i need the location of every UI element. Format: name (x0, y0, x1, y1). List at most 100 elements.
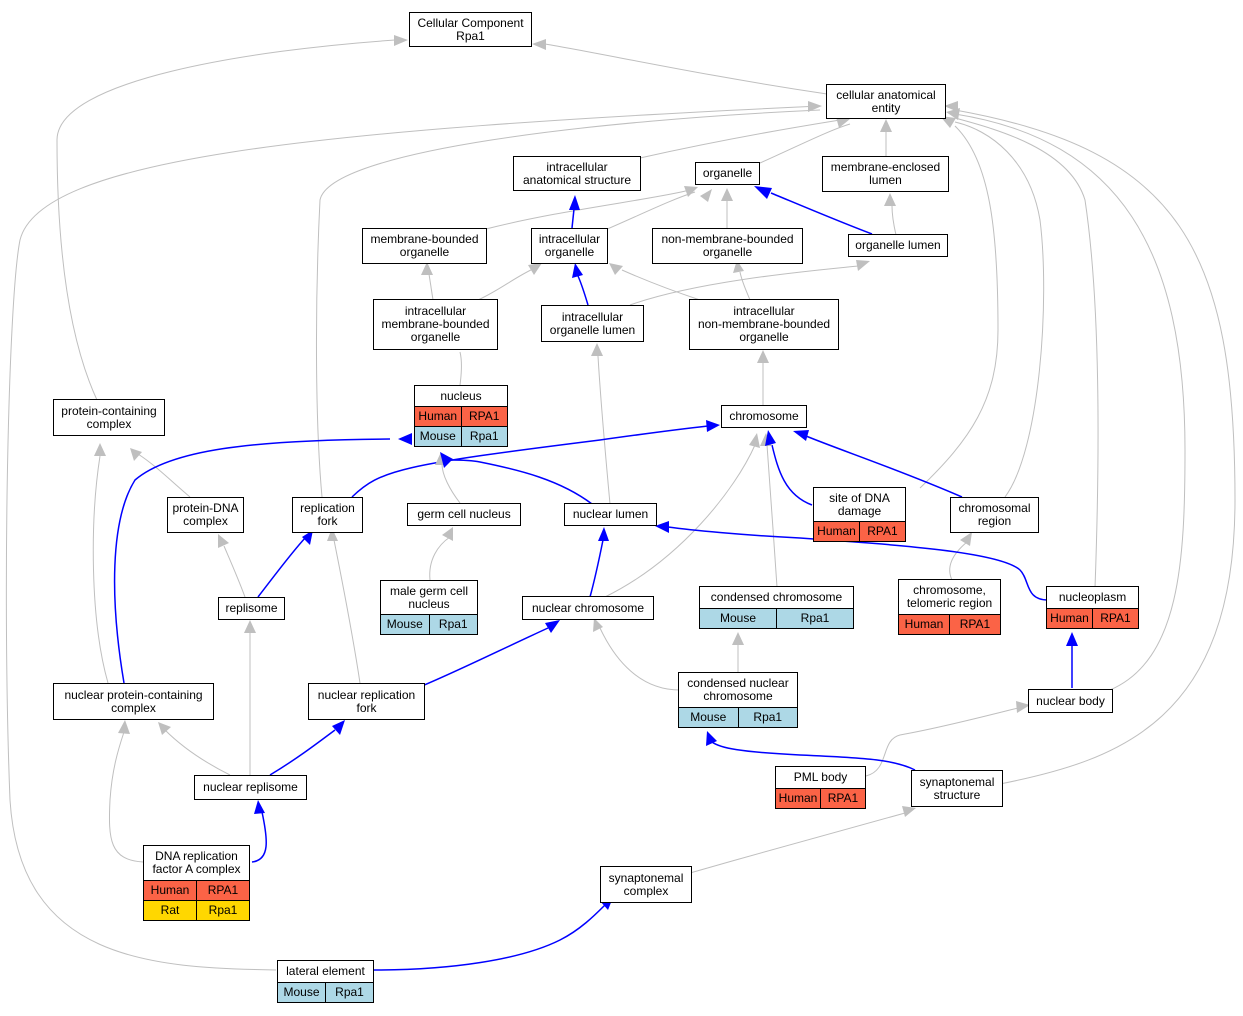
node-dna-replication-factor-a-complex[interactable]: DNA replication factor A complex Human R… (143, 845, 250, 921)
node-condensed-chromosome[interactable]: condensed chromosome Mouse Rpa1 (699, 586, 854, 629)
node-nuclear-chromosome[interactable]: nuclear chromosome (522, 596, 654, 620)
node-synaptonemal-structure[interactable]: synaptonemal structure (911, 770, 1003, 807)
species-row-human: Human RPA1 (775, 788, 866, 809)
arrow-root-left (394, 35, 408, 46)
edge-latel-cae (5, 105, 821, 971)
arrow-nmbo (733, 260, 744, 273)
node-organelle[interactable]: organelle (695, 162, 760, 185)
node-root[interactable]: Cellular Component Rpa1 (409, 12, 532, 47)
node-intracellular-non-membrane-bounded-organelle[interactable]: intracellular non-membrane-bounded organ… (689, 299, 839, 350)
gene-cell: Rpa1 (460, 426, 508, 447)
edge-pml-nbody (865, 707, 1019, 777)
arrow-iol (591, 343, 603, 356)
node-label: cellular anatomical entity (826, 84, 946, 119)
arrow-organelle-1 (684, 186, 698, 197)
species-row-mouse: Mouse Rpa1 (380, 614, 478, 635)
node-label: chromosome, telomeric region (898, 579, 1001, 615)
node-intracellular-membrane-bounded-organelle[interactable]: intracellular membrane-bounded organelle (373, 299, 498, 350)
edge-nucleus-imbo (459, 351, 462, 386)
edge-inmbo-nmbo (739, 271, 751, 301)
arrow-nbody (1016, 701, 1030, 713)
node-label: replication fork (292, 497, 363, 533)
node-organelle-lumen[interactable]: organelle lumen (848, 234, 948, 257)
node-label: condensed chromosome (699, 586, 854, 609)
edge-nlumen-nucleus (449, 459, 593, 505)
node-nucleoplasm[interactable]: nucleoplasm Human RPA1 (1046, 586, 1139, 629)
node-nuclear-protein-containing-complex[interactable]: nuclear protein-containing complex (53, 683, 214, 720)
edge-imbo-mbo (428, 273, 434, 301)
arrow-npcc-2 (118, 720, 130, 734)
node-intracellular-organelle-lumen[interactable]: intracellular organelle lumen (541, 305, 644, 342)
node-label: protein-containing complex (53, 399, 165, 436)
arrow-nucleoplasm-blue (1066, 632, 1078, 646)
node-condensed-nuclear-chromosome[interactable]: condensed nuclear chromosome Mouse Rpa1 (678, 672, 798, 728)
node-nuclear-replisome[interactable]: nuclear replisome (194, 775, 307, 800)
node-chromosome-telomeric-region[interactable]: chromosome, telomeric region Human RPA1 (898, 579, 1001, 635)
node-label: membrane-bounded organelle (362, 228, 487, 264)
node-intracellular-anatomical-structure[interactable]: intracellular anatomical structure (513, 156, 641, 191)
node-nucleus[interactable]: nucleus Human RPA1 Mouse Rpa1 (414, 385, 508, 447)
arrow-npcc-1 (158, 722, 171, 735)
node-nuclear-replication-fork[interactable]: nuclear replication fork (308, 683, 425, 720)
node-chromosome[interactable]: chromosome (721, 405, 807, 428)
node-label: lateral element (277, 960, 374, 983)
node-nuclear-body[interactable]: nuclear body (1028, 689, 1113, 713)
gene-cell: Rpa1 (776, 608, 854, 629)
edge-ias-cae (639, 119, 841, 159)
edge-nrf-rfork (333, 539, 361, 684)
arrow-nucleus-blue-1 (398, 433, 412, 445)
species-cell: Mouse (414, 426, 462, 447)
arrow-io-blue (572, 263, 583, 278)
species-row-human: Human RPA1 (1046, 608, 1139, 629)
node-germ-cell-nucleus[interactable]: germ cell nucleus (407, 503, 521, 526)
node-label: nuclear replisome (194, 775, 307, 800)
node-chromosomal-region[interactable]: chromosomal region (950, 497, 1039, 533)
node-label: nuclear replication fork (308, 683, 425, 720)
edge-cchrom-chromosome (766, 444, 778, 588)
node-protein-dna-complex[interactable]: protein-DNA complex (167, 497, 244, 533)
arrow-synstr (902, 806, 916, 817)
edge-imbo-io (477, 267, 536, 301)
node-site-of-dna-damage[interactable]: site of DNA damage Human RPA1 (813, 487, 906, 542)
edge-drfa-nrep (251, 811, 267, 863)
arrow-cae-6 (946, 108, 960, 120)
edge-sdd-cae (919, 125, 999, 489)
arrow-rfork-blue (302, 530, 313, 545)
edge-nlumen-iol (597, 355, 611, 505)
node-intracellular-organelle[interactable]: intracellular organelle (531, 228, 608, 264)
arrow-cae-2 (880, 119, 892, 132)
node-label: nuclear chromosome (522, 596, 654, 620)
node-replisome[interactable]: replisome (218, 597, 285, 620)
edge-chreg-chromosome (805, 435, 963, 498)
gene-cell: RPA1 (196, 880, 250, 901)
node-protein-containing-complex[interactable]: protein-containing complex (53, 399, 165, 436)
arrow-inmbo (757, 350, 769, 363)
node-synaptonemal-complex[interactable]: synaptonemal complex (600, 866, 692, 903)
edge-rfork-chromosome (351, 425, 709, 498)
node-membrane-bounded-organelle[interactable]: membrane-bounded organelle (362, 228, 487, 264)
edge-nucleoplasm-nlumen (667, 526, 1049, 601)
edge-ctr-chreg (949, 541, 968, 581)
node-membrane-enclosed-lumen[interactable]: membrane-enclosed lumen (822, 156, 949, 192)
species-row-mouse: Mouse Rpa1 (699, 608, 854, 629)
node-label: nuclear protein-containing complex (53, 683, 214, 720)
node-male-germ-cell-nucleus[interactable]: male germ cell nucleus Mouse Rpa1 (380, 580, 478, 635)
edge-io-ias (571, 208, 575, 229)
node-nuclear-lumen[interactable]: nuclear lumen (564, 503, 657, 526)
node-replication-fork[interactable]: replication fork (292, 497, 363, 533)
node-cellular-anatomical-entity[interactable]: cellular anatomical entity (826, 84, 946, 119)
arrow-cae-4 (944, 101, 958, 112)
arrow-chromosome-blue-1 (706, 420, 720, 432)
node-pml-body[interactable]: PML body Human RPA1 (775, 766, 866, 809)
species-cell: Human (775, 788, 821, 809)
arrow-root-right (532, 39, 546, 50)
species-row-mouse: Mouse Rpa1 (678, 707, 798, 728)
node-label: synaptonemal complex (600, 866, 692, 903)
edge-pdna-pcc (137, 453, 191, 498)
node-label: synaptonemal structure (911, 770, 1003, 807)
species-cell: Mouse (380, 614, 430, 635)
node-non-membrane-bounded-organelle[interactable]: non-membrane-bounded organelle (652, 228, 803, 264)
arrow-pdna (218, 534, 229, 548)
node-label: non-membrane-bounded organelle (652, 228, 803, 264)
node-lateral-element[interactable]: lateral element Mouse Rpa1 (277, 960, 374, 1003)
